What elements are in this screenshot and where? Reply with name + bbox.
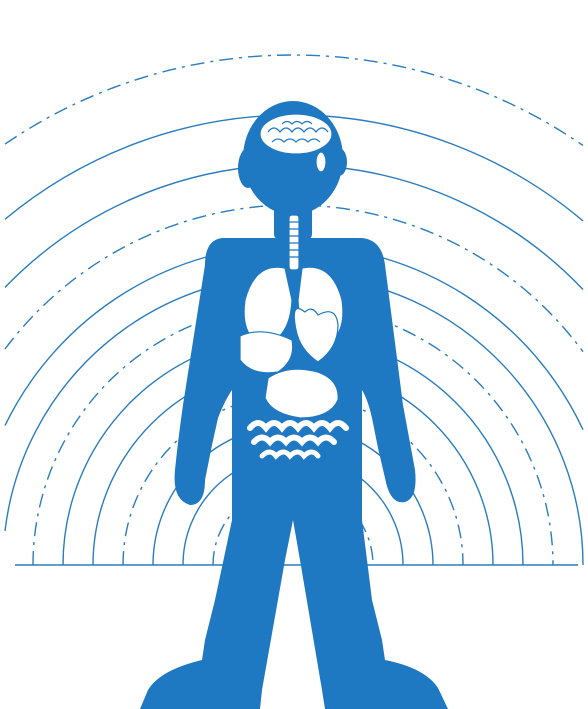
- windpipe: [289, 215, 299, 270]
- right-ear: [331, 148, 347, 176]
- left-ear: [238, 148, 258, 188]
- liver: [240, 332, 293, 373]
- brain-icon: [260, 114, 332, 154]
- eye: [316, 152, 326, 172]
- stomach-icon: [265, 369, 338, 418]
